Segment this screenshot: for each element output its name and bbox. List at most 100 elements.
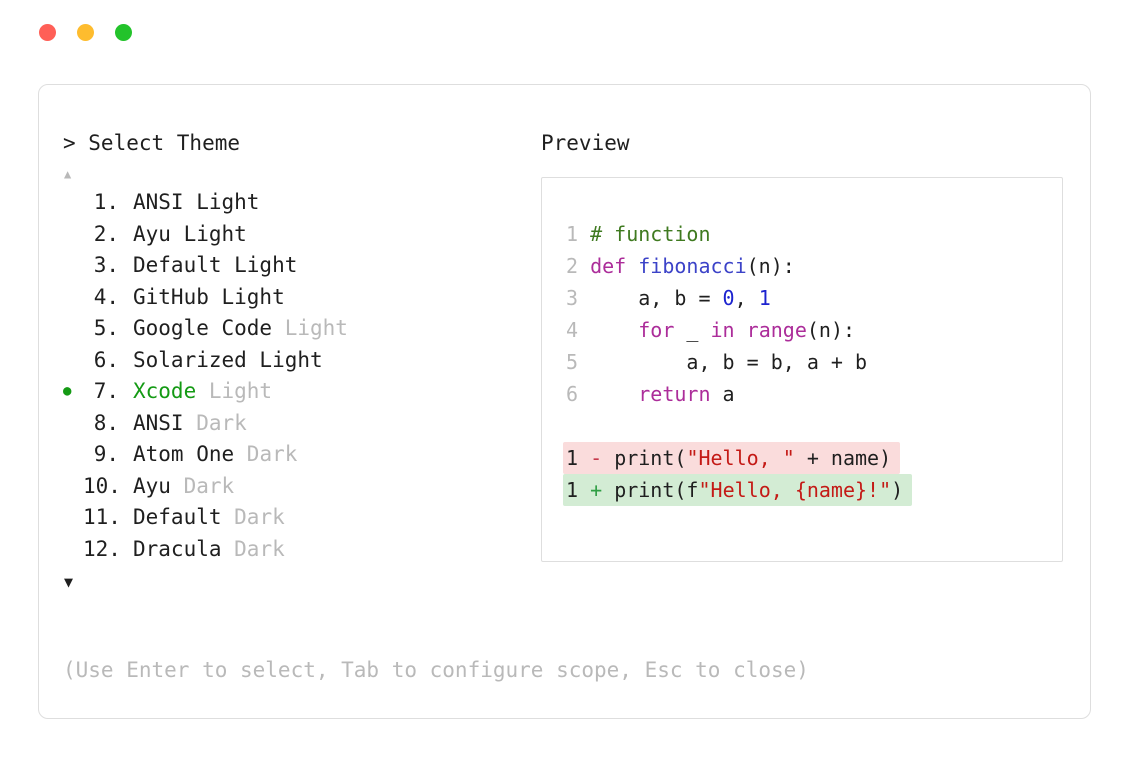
theme-item-name: Dracula xyxy=(133,536,222,561)
diff-sign: - xyxy=(590,446,615,470)
diff-line-add: 1 + print(f"Hello, {name}!") xyxy=(563,474,1038,506)
theme-item-number: 10. xyxy=(83,473,121,498)
diff-highlight-del: 1 - print("Hello, " + name) xyxy=(563,442,901,474)
diff-sign: + xyxy=(590,478,615,502)
scroll-up-icon[interactable]: ▲ xyxy=(64,167,72,181)
code-token: print( xyxy=(614,446,687,470)
line-number: 1 xyxy=(566,222,591,246)
theme-item-ayu[interactable]: 10.Ayu Dark xyxy=(63,471,541,503)
theme-item-name: ANSI xyxy=(133,410,184,435)
theme-item-name: Default Light xyxy=(133,253,298,277)
minimize-button[interactable] xyxy=(77,24,94,41)
code-token: 0 xyxy=(722,286,735,310)
code-line-6: 6 return a xyxy=(566,378,1038,410)
code-token: in xyxy=(710,318,735,342)
theme-item-number: 6. xyxy=(93,347,119,372)
theme-item-variant: Dark xyxy=(221,536,285,561)
selected-bullet-icon: ● xyxy=(63,383,72,399)
theme-item-name: Atom One xyxy=(133,442,235,466)
theme-item-google-code[interactable]: 5. Google Code Light xyxy=(63,313,541,345)
selected-bullet-icon xyxy=(63,187,83,219)
theme-item-ansi[interactable]: 8.ANSI Dark xyxy=(63,408,541,440)
theme-item-number: 9. xyxy=(93,442,119,466)
code-token: print(f xyxy=(614,478,699,502)
code-token: "Hello, {name}!" xyxy=(698,478,892,502)
line-number: 4 xyxy=(566,318,591,342)
code-token xyxy=(590,382,638,406)
theme-item-xcode[interactable]: ● 7. Xcode Light xyxy=(63,376,541,408)
code-line-2: 2 def fibonacci(n): xyxy=(566,250,1038,282)
code-token: _ xyxy=(674,318,711,342)
selected-bullet-icon xyxy=(63,282,83,314)
code-token xyxy=(590,318,638,342)
theme-item-number: 2. xyxy=(93,221,119,246)
zoom-button[interactable] xyxy=(115,24,132,41)
theme-list-section: > Select Theme ▲ 1. ANSI Light 2. Ayu Light… xyxy=(63,129,541,592)
selected-bullet-icon xyxy=(63,345,83,377)
theme-item-name: Ayu Light xyxy=(133,221,247,246)
help-hint: (Use Enter to select, Tab to configure s… xyxy=(63,658,809,682)
selected-bullet-icon xyxy=(63,408,83,440)
theme-item-name: Xcode xyxy=(133,379,197,403)
theme-item-name: Default xyxy=(133,505,222,529)
theme-item-github-light[interactable]: 4. GitHub Light xyxy=(63,282,541,314)
theme-item-default-light[interactable]: 3. Default Light xyxy=(63,250,541,282)
theme-item-number: 5. xyxy=(93,316,119,340)
theme-item-default[interactable]: 11.Default Dark xyxy=(63,502,541,534)
theme-item-name: Solarized Light xyxy=(133,347,323,372)
theme-item-variant: Light xyxy=(272,316,348,340)
code-token: range xyxy=(746,318,807,342)
preview-title: Preview xyxy=(541,131,630,155)
panel-columns: > Select Theme ▲ 1. ANSI Light 2. Ayu Light… xyxy=(63,129,1066,592)
window-controls xyxy=(39,24,132,41)
theme-item-number: 7. xyxy=(93,379,119,403)
theme-item-ayu-light[interactable]: 2. Ayu Light xyxy=(63,219,541,251)
code-token: + name) xyxy=(794,446,892,470)
line-number: 5 xyxy=(566,350,591,374)
code-lines: 1 # function 2 def fibonacci(n):3 a, b = … xyxy=(566,218,1038,410)
code-token: def xyxy=(590,254,639,278)
code-token: # function xyxy=(590,222,711,246)
theme-item-variant: Dark xyxy=(234,442,298,466)
theme-item-solarized-light[interactable]: 6. Solarized Light xyxy=(63,345,541,377)
code-token xyxy=(735,318,747,342)
scroll-down-icon[interactable]: ▼ xyxy=(64,573,74,591)
theme-item-name: Google Code xyxy=(133,316,273,340)
line-number: 3 xyxy=(566,286,591,310)
theme-item-variant: Light xyxy=(196,379,273,403)
code-token: "Hello, " xyxy=(686,446,795,470)
theme-item-variant: Dark xyxy=(183,410,247,435)
theme-item-variant: Dark xyxy=(170,473,235,498)
line-number: 6 xyxy=(566,382,591,406)
close-button[interactable] xyxy=(39,24,56,41)
selected-bullet-icon xyxy=(63,439,83,471)
code-token: ) xyxy=(891,478,904,502)
theme-item-name: ANSI Light xyxy=(133,190,260,214)
code-token: fibonacci xyxy=(638,254,747,278)
selector-title: > Select Theme xyxy=(63,131,241,155)
code-token: (n): xyxy=(806,318,856,342)
theme-item-number: 3. xyxy=(93,253,119,277)
theme-item-atom-one[interactable]: 9. Atom One Dark xyxy=(63,439,541,471)
line-number: 1 xyxy=(566,478,591,502)
diff-line-del: 1 - print("Hello, " + name) xyxy=(563,442,1038,474)
selected-bullet-icon xyxy=(63,502,83,534)
selected-bullet-icon xyxy=(63,250,83,282)
theme-item-number: 1. xyxy=(93,190,119,214)
theme-item-number: 4. xyxy=(93,284,119,309)
code-line-3: 3 a, b = 0, 1 xyxy=(566,282,1038,314)
theme-item-ansi-light[interactable]: 1. ANSI Light xyxy=(63,187,541,219)
theme-item-dracula[interactable]: 12. Dracula Dark xyxy=(63,534,541,566)
code-token: for xyxy=(638,318,675,342)
theme-item-variant: Dark xyxy=(221,505,285,529)
code-token: (n): xyxy=(746,254,795,278)
code-token: , xyxy=(734,286,759,310)
theme-item-number: 12. xyxy=(83,536,121,561)
code-line-4: 4 for _ in range(n): xyxy=(566,314,1038,346)
code-token: 1 xyxy=(758,286,771,310)
theme-item-name: GitHub Light xyxy=(133,284,285,309)
selected-bullet-icon xyxy=(63,471,83,503)
